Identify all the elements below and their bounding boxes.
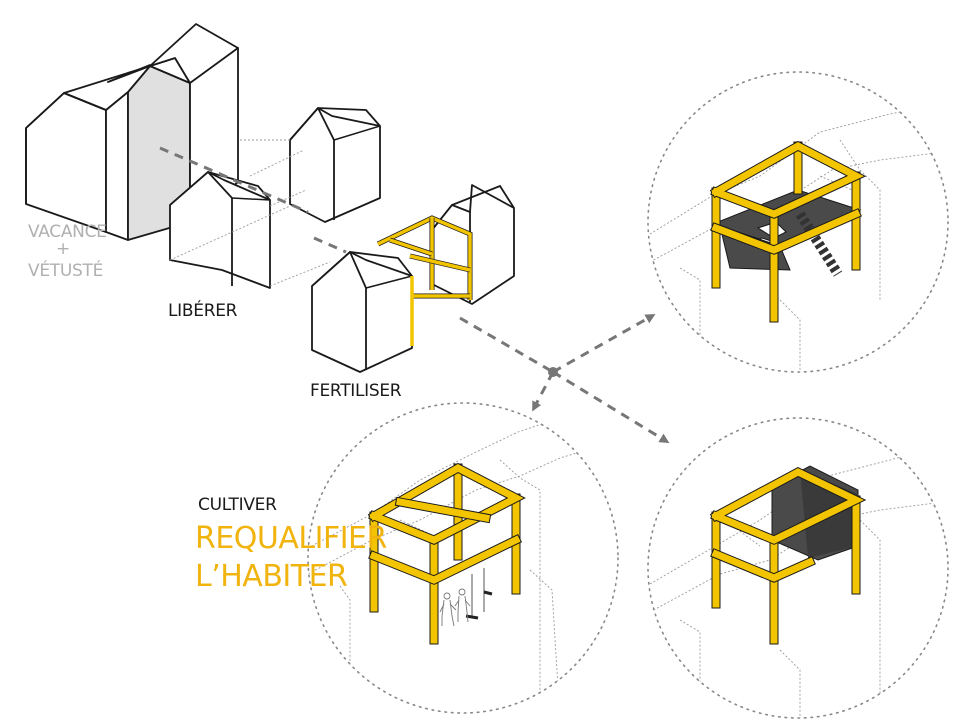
label-plus: + [56,239,70,259]
label-vetuste: VÉTUSTÉ [28,259,103,281]
label-requalifier: REQUALIFIER [195,521,387,556]
label-liberer: LIBÉRER [168,299,238,321]
house-fertiliser-right [431,184,515,305]
detail-circle-room [647,417,949,719]
label-cultiver: CULTIVER [198,495,277,515]
detail-circle-swing [307,402,619,714]
junction-dot [548,367,558,377]
label-vacance: VACANCE [28,222,107,242]
house-row-original [25,23,239,241]
frame-fertiliser [376,215,473,300]
flow-arrows [159,146,670,444]
label-fertiliser: FERTILISER [310,381,402,401]
house-liberer-front [169,171,271,289]
people-icon [439,588,471,627]
stair-icon [795,211,843,277]
label-habiter: L’HABITER [195,559,347,594]
swing-icon [465,568,493,620]
projection-lines [169,139,331,287]
house-liberer-back [289,107,381,223]
detail-circle-stair [647,71,949,373]
house-fertiliser-left [311,251,414,373]
